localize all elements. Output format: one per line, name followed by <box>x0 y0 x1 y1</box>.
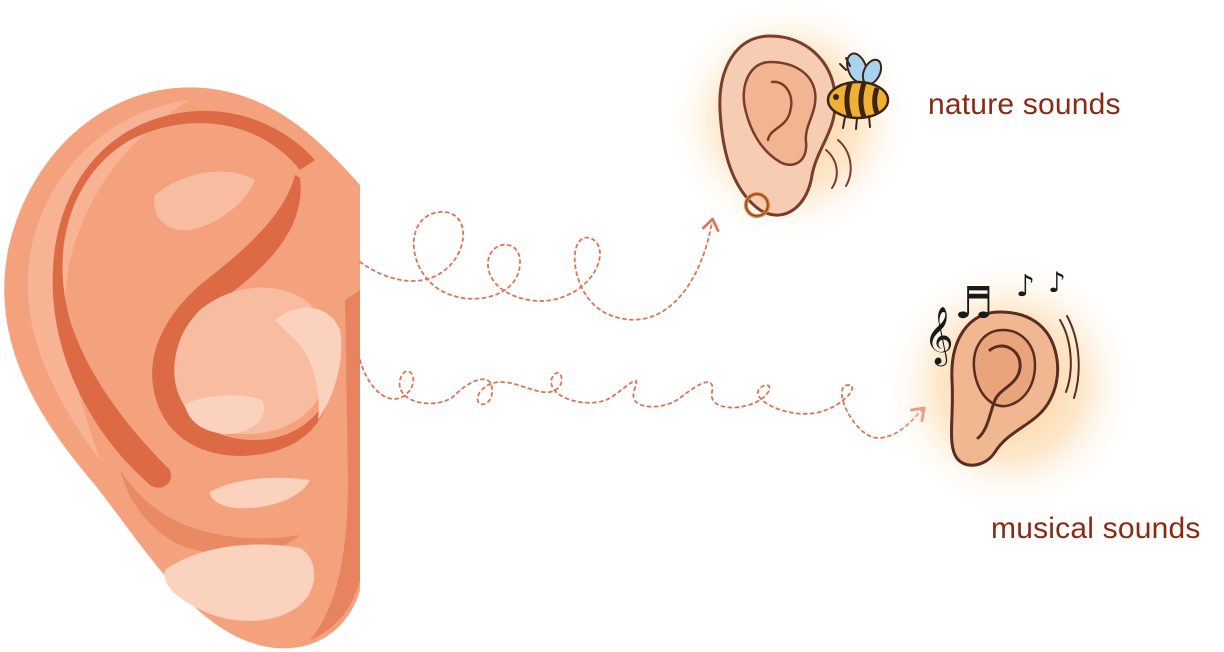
treble-clef-icon: 𝄞 <box>924 306 954 367</box>
bee-body <box>826 80 890 120</box>
musical-ear-fold <box>976 344 1022 440</box>
nature-sounds-label: nature sounds <box>928 88 1121 121</box>
bee-stripes <box>844 82 880 118</box>
nature-sounds-icon <box>665 0 915 245</box>
big-ear-antihelix <box>152 175 330 456</box>
sound-wave-path-upper <box>359 211 720 321</box>
big-ear-edge-shade <box>310 290 360 640</box>
eighth-note-icon-2: ♪ <box>1048 266 1066 299</box>
musical-sounds-label: musical sounds <box>991 512 1201 545</box>
musical-sounds-icon: 𝄞 ♬ ♪ ♪ <box>880 255 1140 515</box>
nature-ear-inner <box>742 60 817 167</box>
earring-outline <box>745 193 769 217</box>
sound-wave-path-lower <box>359 359 926 439</box>
beamed-notes-icon: ♬ <box>954 278 993 329</box>
big-ear-upper-highlight <box>154 171 255 231</box>
big-ear-lobe-highlight <box>164 544 315 622</box>
sound-wave-to-musical <box>359 359 926 439</box>
bee-motion <box>839 57 851 71</box>
eighth-note-icon-1: ♪ <box>1016 269 1035 304</box>
bee-legs <box>842 115 871 130</box>
big-ear-helix-fold <box>52 110 315 488</box>
sound-wave-to-nature <box>359 211 720 321</box>
bee-eye <box>833 94 839 100</box>
ear-with-earring-icon <box>718 34 852 218</box>
big-ear-lobe-shadow <box>120 470 300 556</box>
nature-ear-fold <box>766 80 793 142</box>
music-notes-icon: 𝄞 ♬ ♪ ♪ <box>924 266 1066 367</box>
ear-icon <box>950 310 1080 467</box>
big-ear-illustration <box>4 87 361 649</box>
bee-icon <box>826 52 890 130</box>
big-ear-canal <box>185 395 265 434</box>
big-ear-antitragus <box>210 477 310 509</box>
musical-ear-inner <box>972 328 1037 408</box>
big-ear-rim-highlight <box>27 100 190 460</box>
nature-motion-lines <box>825 139 852 189</box>
musical-motion-lines <box>1059 315 1080 399</box>
big-ear-tragus <box>275 307 342 420</box>
